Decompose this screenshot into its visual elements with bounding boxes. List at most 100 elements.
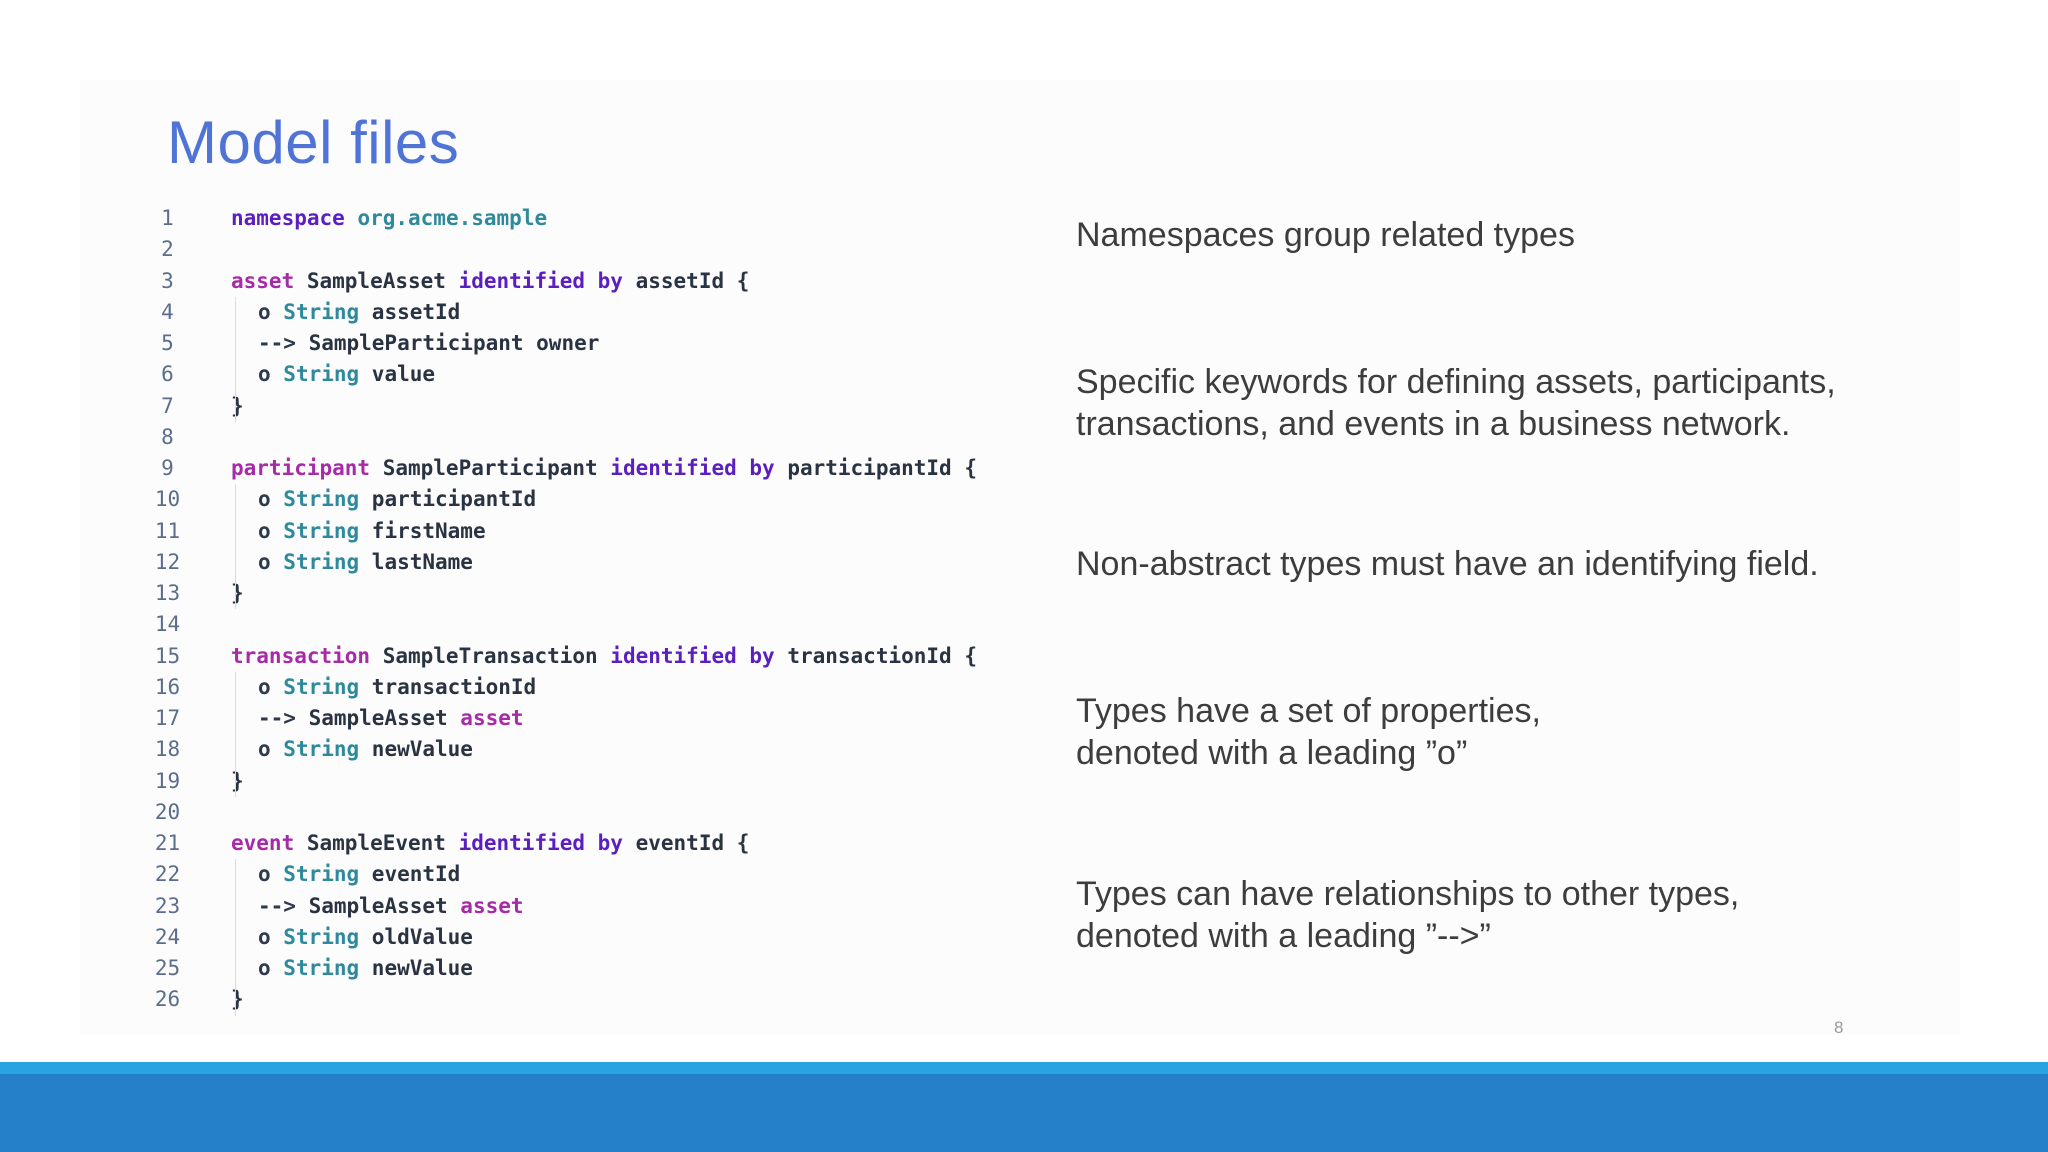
code-text: --> SampleAsset asset xyxy=(258,703,524,734)
code-token: } xyxy=(231,393,244,418)
line-number: 23 xyxy=(154,893,181,918)
line-number: 10 xyxy=(154,487,181,512)
indent-guide xyxy=(235,296,236,422)
annotation-note: Non-abstract types must have an identify… xyxy=(1076,543,1819,585)
line-number: 4 xyxy=(161,299,174,324)
code-token: transactionId xyxy=(359,674,537,699)
code-text: --> SampleAsset asset xyxy=(258,891,524,922)
code-text: } xyxy=(231,578,244,609)
code-token: String xyxy=(283,518,360,543)
code-token: o xyxy=(258,299,284,324)
line-number: 6 xyxy=(161,362,174,387)
code-token: firstName xyxy=(359,518,486,543)
code-text: event SampleEvent identified by eventId … xyxy=(231,828,749,859)
line-number: 3 xyxy=(161,268,174,293)
annotation-line: Types have a set of properties, xyxy=(1076,692,1541,730)
slide-title: Model files xyxy=(167,109,460,176)
annotation-line: Namespaces group related types xyxy=(1076,216,1575,254)
code-text: o String transactionId xyxy=(258,672,536,703)
annotation-note: Types can have relationships to other ty… xyxy=(1076,873,1739,957)
footer-bar xyxy=(0,1074,2048,1152)
annotation-note: Specific keywords for defining assets, p… xyxy=(1076,361,1836,445)
line-number: 8 xyxy=(161,424,174,449)
code-token: identified by xyxy=(610,643,775,668)
annotation-line: transactions, and events in a business n… xyxy=(1076,405,1791,443)
code-token: } xyxy=(231,768,244,793)
code-text: --> SampleParticipant owner xyxy=(258,328,599,359)
line-number: 22 xyxy=(154,862,181,887)
code-text: o String lastName xyxy=(258,547,473,578)
code-token: lastName xyxy=(359,549,473,574)
code-token: org.acme.sample xyxy=(357,206,548,230)
code-token: assetId xyxy=(359,299,461,324)
code-token: --> xyxy=(258,331,309,355)
code-text: } xyxy=(231,984,244,1015)
line-number: 16 xyxy=(154,674,181,699)
code-token: } xyxy=(231,581,244,605)
code-token: o xyxy=(258,862,284,887)
code-token: --> xyxy=(258,706,309,730)
code-text: asset SampleAsset identified by assetId … xyxy=(231,266,749,297)
page-number: 8 xyxy=(1834,1018,1844,1037)
code-token: String xyxy=(283,487,360,512)
code-text: o String participantId xyxy=(258,484,536,515)
line-number: 19 xyxy=(154,768,181,793)
code-token: asset xyxy=(460,893,524,918)
code-token: participant xyxy=(231,456,371,480)
indent-guide xyxy=(235,859,236,1016)
line-number: 20 xyxy=(154,799,181,824)
code-token: String xyxy=(283,956,360,980)
code-token: namespace xyxy=(231,206,345,230)
annotation-line: Types can have relationships to other ty… xyxy=(1076,875,1740,913)
code-token: String xyxy=(283,674,360,699)
code-token: value xyxy=(359,362,436,387)
code-token: transaction xyxy=(231,643,371,668)
annotation-line: denoted with a leading ”-->” xyxy=(1076,917,1491,955)
indent-guide xyxy=(235,671,236,797)
code-token: identified by xyxy=(458,268,623,293)
line-number: 11 xyxy=(154,518,181,543)
code-token: SampleAsset xyxy=(308,893,461,918)
code-token: eventId xyxy=(359,862,461,887)
indent-guide xyxy=(235,484,236,610)
code-token: asset xyxy=(231,268,295,293)
code-token: --> xyxy=(258,893,309,918)
code-text: participant SampleParticipant identified… xyxy=(231,453,977,484)
code-text: o String eventId xyxy=(258,859,460,890)
code-token: SampleParticipant owner xyxy=(308,331,600,355)
line-number: 7 xyxy=(161,393,174,418)
code-token: o xyxy=(258,362,284,387)
annotation-note: Namespaces group related types xyxy=(1076,214,1575,256)
line-number: 2 xyxy=(161,237,174,262)
code-token: o xyxy=(258,518,284,543)
line-number: 5 xyxy=(161,331,174,355)
code-token: o xyxy=(258,674,284,699)
code-token: asset xyxy=(460,706,524,730)
annotation-line: denoted with a leading ”o” xyxy=(1076,734,1468,772)
code-token: o xyxy=(258,549,284,574)
code-token: String xyxy=(283,362,360,387)
code-token: o xyxy=(258,737,284,762)
code-token: o xyxy=(258,487,284,512)
code-text: o String value xyxy=(258,359,435,390)
code-text: o String oldValue xyxy=(258,922,473,953)
code-token: newValue xyxy=(359,956,473,980)
code-text: o String newValue xyxy=(258,953,473,984)
line-number: 1 xyxy=(161,206,174,230)
code-token: newValue xyxy=(359,737,473,762)
code-token: transactionId { xyxy=(774,643,977,668)
line-number: 15 xyxy=(154,643,181,668)
code-token: event xyxy=(231,831,295,855)
code-token: identified by xyxy=(610,456,775,480)
code-token: participantId { xyxy=(774,456,977,480)
code-text: } xyxy=(231,766,244,797)
annotation-line: Specific keywords for defining assets, p… xyxy=(1076,363,1836,401)
annotation-note: Types have a set of properties, denoted w… xyxy=(1076,690,1541,774)
line-number: 21 xyxy=(154,831,181,855)
code-token xyxy=(345,206,358,230)
code-token: identified by xyxy=(458,831,623,855)
code-token: SampleParticipant xyxy=(370,456,611,480)
slide-background xyxy=(80,80,1960,1035)
code-token: participantId xyxy=(359,487,537,512)
line-number: 18 xyxy=(154,737,181,762)
